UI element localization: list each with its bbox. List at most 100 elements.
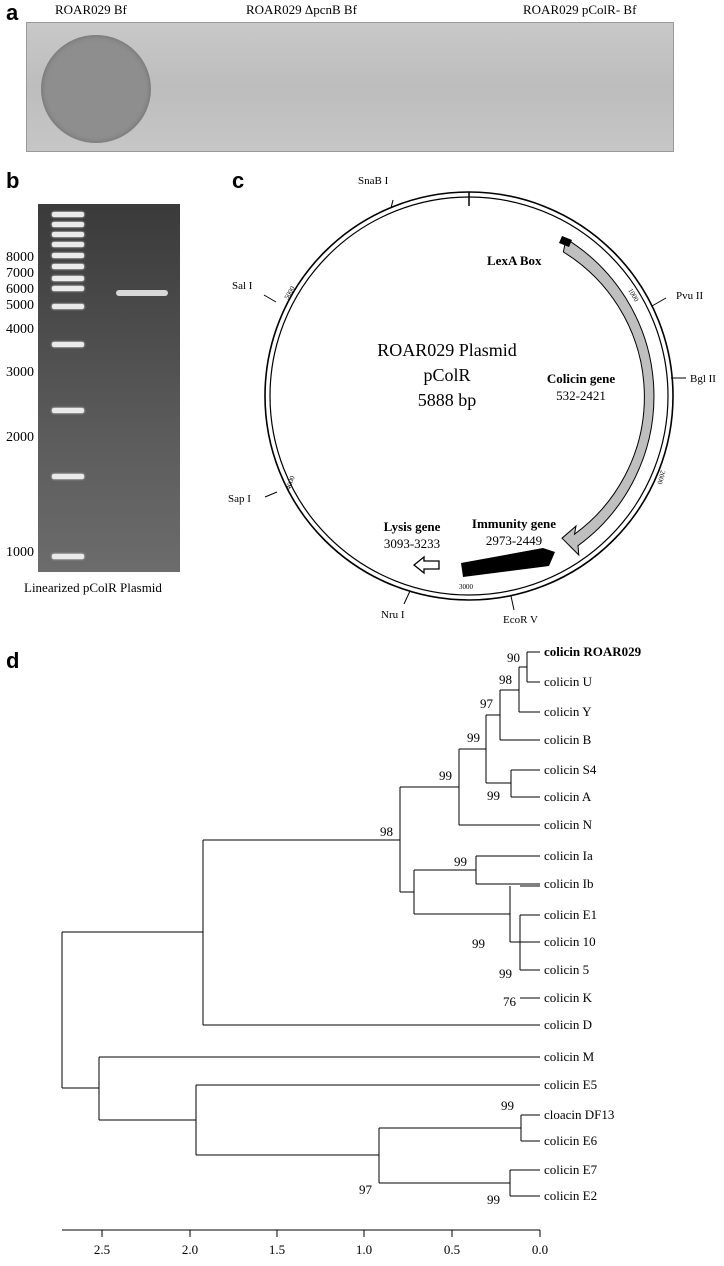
ladder-band bbox=[52, 253, 84, 258]
site-label-snab: SnaB I bbox=[358, 175, 389, 187]
tree-leaf-label: colicin B bbox=[544, 732, 592, 747]
panel-d-letter: d bbox=[6, 648, 20, 673]
lexa-box bbox=[559, 236, 572, 247]
tree-leaf-label: colicin 10 bbox=[544, 934, 596, 949]
plasmid-size: 5888 bp bbox=[418, 390, 477, 410]
plasmid-title: ROAR029 Plasmid bbox=[377, 340, 517, 360]
agar-plate-photo bbox=[26, 22, 674, 152]
bootstrap-value: 97 bbox=[480, 696, 494, 711]
inhibition-zone bbox=[41, 35, 151, 143]
plasmid-name: pColR bbox=[423, 365, 470, 385]
axis-tick-label: 1.5 bbox=[269, 1242, 285, 1257]
bootstrap-value: 99 bbox=[439, 768, 452, 783]
site-tick-pvu bbox=[651, 297, 667, 307]
ladder-size-4000: 4000 bbox=[6, 322, 34, 337]
tree-leaf-label: colicin 5 bbox=[544, 962, 589, 977]
tree-leaf-label: colicin Ib bbox=[544, 876, 593, 891]
bootstrap-value: 98 bbox=[380, 824, 393, 839]
ladder-size-3000: 3000 bbox=[6, 365, 34, 380]
axis-tick-label: 0.5 bbox=[444, 1242, 460, 1257]
tree-leaf-label: colicin E7 bbox=[544, 1162, 598, 1177]
site-label-pvu: Pvu II bbox=[676, 290, 704, 302]
site-label-ecorv: EcoR V bbox=[503, 614, 538, 626]
ladder-size-5000: 5000 bbox=[6, 298, 34, 313]
coord-tick-3000: 3000 bbox=[459, 583, 474, 591]
tree-leaf-label: colicin N bbox=[544, 817, 593, 832]
ladder-size-6000: 6000 bbox=[6, 282, 34, 297]
site-tick-sap bbox=[264, 491, 278, 498]
panel-c-letter: c bbox=[232, 168, 245, 193]
tree-leaf-label: colicin M bbox=[544, 1049, 595, 1064]
tree-leaf-label: colicin ROAR029 bbox=[544, 644, 642, 659]
bootstrap-value: 97 bbox=[359, 1182, 373, 1197]
site-label-bgl: Bgl II bbox=[690, 373, 716, 385]
ladder-size-7000: 7000 bbox=[6, 266, 34, 281]
plasmid-map: 1000 2000 3000 4000 5000 SnaB I Pvu II B… bbox=[228, 175, 716, 626]
lysis-gene-arrow bbox=[412, 555, 440, 575]
bootstrap-value: 99 bbox=[472, 936, 485, 951]
plate-label-pcnb-mutant: ROAR029 ΔpcnB Bf bbox=[246, 2, 357, 17]
ladder-band bbox=[52, 474, 84, 479]
tree-leaf-label: colicin E6 bbox=[544, 1133, 598, 1148]
bootstrap-value: 99 bbox=[487, 788, 500, 803]
site-label-nru: Nru I bbox=[381, 609, 405, 621]
agarose-gel-image bbox=[38, 204, 180, 572]
ladder-size-8000: 8000 bbox=[6, 250, 34, 265]
site-tick-nru bbox=[403, 590, 411, 605]
axis-tick-label: 2.5 bbox=[94, 1242, 110, 1257]
site-tick-snab bbox=[390, 199, 394, 209]
plate-label-wild-type: ROAR029 Bf bbox=[55, 2, 127, 17]
tree-leaf-label: colicin K bbox=[544, 990, 593, 1005]
bootstrap-value: 76 bbox=[503, 994, 517, 1009]
lysis-gene-range: 3093-3233 bbox=[384, 536, 440, 551]
immunity-gene-range: 2973-2449 bbox=[486, 533, 542, 548]
ladder-band bbox=[52, 276, 84, 281]
tree-leaf-label: colicin E2 bbox=[544, 1188, 597, 1203]
ladder-band bbox=[52, 242, 84, 247]
axis-tick-label: 0.0 bbox=[532, 1242, 548, 1257]
tree-branches bbox=[61, 651, 541, 1237]
ladder-band bbox=[52, 222, 84, 227]
coord-tick-2000: 2000 bbox=[655, 469, 666, 485]
ladder-band bbox=[52, 304, 84, 309]
site-tick-sal bbox=[263, 294, 277, 303]
tree-leaf-label: colicin A bbox=[544, 789, 592, 804]
tree-leaf-label: colicin Y bbox=[544, 704, 592, 719]
tree-leaf-label: colicin D bbox=[544, 1017, 592, 1032]
bootstrap-value: 99 bbox=[487, 1192, 500, 1207]
tree-leaf-label: colicin Ia bbox=[544, 848, 593, 863]
ladder-band bbox=[52, 232, 84, 237]
site-tick-ecorv bbox=[510, 595, 515, 611]
bootstrap-value: 99 bbox=[501, 1098, 514, 1113]
tree-leaf-label: colicin E1 bbox=[544, 907, 597, 922]
coord-tick-1000: 1000 bbox=[626, 287, 640, 304]
plate-label-pcolr-cured: ROAR029 pColR- Bf bbox=[523, 2, 637, 17]
bootstrap-value: 99 bbox=[499, 966, 512, 981]
panel-b-letter: b bbox=[6, 168, 20, 193]
gel-caption: Linearized pColR Plasmid bbox=[24, 580, 162, 595]
tree-leaf-label: colicin U bbox=[544, 674, 593, 689]
colicin-gene-arrow bbox=[561, 237, 655, 557]
immunity-gene-label: Immunity gene bbox=[472, 516, 556, 531]
lysis-gene-label: Lysis gene bbox=[384, 519, 441, 534]
coord-tick-4000: 4000 bbox=[284, 474, 296, 490]
phylogenetic-tree: colicin ROAR029 colicin U colicin Y coli… bbox=[61, 644, 642, 1257]
bootstrap-value: 99 bbox=[454, 854, 467, 869]
ladder-band bbox=[52, 212, 84, 217]
tree-leaf-label: colicin S4 bbox=[544, 762, 597, 777]
bootstrap-value: 98 bbox=[499, 672, 512, 687]
tree-leaf-label: colicin E5 bbox=[544, 1077, 597, 1092]
ladder-band bbox=[52, 342, 84, 347]
axis-tick-label: 2.0 bbox=[182, 1242, 198, 1257]
bootstrap-value: 90 bbox=[507, 650, 520, 665]
ladder-band bbox=[52, 554, 84, 559]
ladder-size-1000: 1000 bbox=[6, 545, 34, 560]
ladder-size-2000: 2000 bbox=[6, 430, 34, 445]
site-label-sap: Sap I bbox=[228, 493, 251, 505]
colicin-gene-range: 532-2421 bbox=[556, 388, 606, 403]
lexa-box-label: LexA Box bbox=[487, 253, 542, 268]
tree-leaf-label: cloacin DF13 bbox=[544, 1107, 614, 1122]
colicin-gene-label: Colicin gene bbox=[547, 371, 615, 386]
ladder-band bbox=[52, 264, 84, 269]
bootstrap-value: 99 bbox=[467, 730, 480, 745]
